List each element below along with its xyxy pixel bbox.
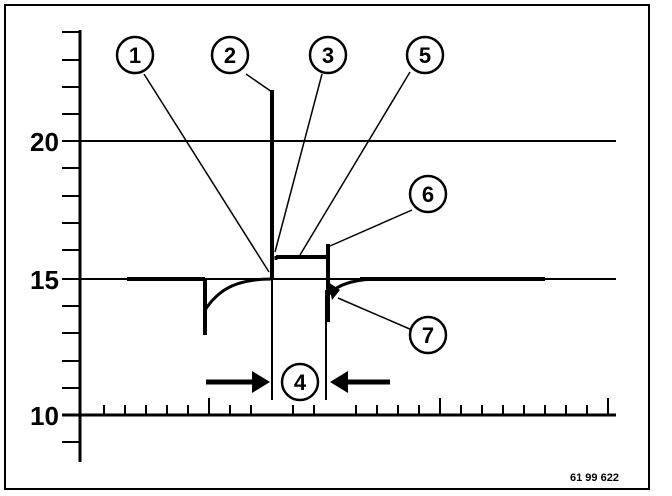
figure-border [4,4,650,490]
callout-2: 2 [210,35,250,75]
callout-5: 5 [405,35,445,75]
waveform [127,90,545,335]
svg-text:3: 3 [322,43,334,68]
duration-right-arrow-head [330,371,348,393]
callout-1: 1 [115,35,155,75]
duration-marker [206,279,390,400]
callouts: 1 2 3 5 6 4 7 [115,35,448,402]
leader-2 [245,73,273,93]
svg-text:4: 4 [294,370,307,395]
svg-text:5: 5 [419,43,431,68]
svg-text:6: 6 [422,182,434,207]
figure-id: 61 99 622 [570,472,619,484]
leader-7 [337,297,413,331]
leader-6 [329,209,413,247]
svg-text:7: 7 [422,323,434,348]
leader-5 [299,71,411,256]
callout-4: 4 [280,362,320,402]
callout-6: 6 [408,174,448,214]
waveform-first-recovery [203,277,273,311]
leader-1 [143,73,270,273]
leader-3 [274,73,323,253]
label-20: 20 [30,127,59,157]
callout-7: 7 [408,315,448,355]
waveform-undershoot-fill [328,282,340,300]
x-axis-ticks [103,398,609,415]
label-10: 10 [30,401,59,431]
svg-text:1: 1 [129,43,141,68]
y-axis-ticks [62,31,80,443]
svg-text:2: 2 [224,43,236,68]
callout-3: 3 [308,35,348,75]
leader-lines [143,71,413,331]
duration-left-arrow-head [252,371,270,393]
label-15: 15 [30,265,59,295]
